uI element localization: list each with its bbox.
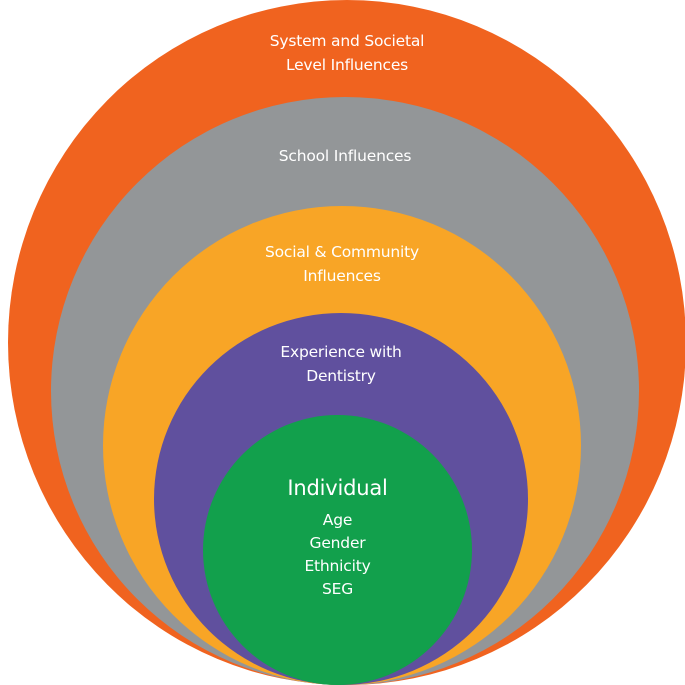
individual-item-gender: Gender bbox=[309, 534, 366, 552]
individual-item-seg: SEG bbox=[321, 580, 354, 598]
ring-school-label-line1: School Influences bbox=[278, 147, 412, 165]
ring-system-label: System and Societal Level Influences bbox=[8, 29, 685, 77]
ring-social-label: Social & Community Influences bbox=[103, 240, 581, 288]
ring-dentistry-label: Experience with Dentistry bbox=[154, 340, 528, 388]
ring-individual-label: Individual Age Gender Ethnicity SEG bbox=[203, 473, 472, 601]
ring-dentistry-label-line2: Dentistry bbox=[306, 367, 376, 385]
individual-item-age: Age bbox=[322, 511, 353, 529]
ring-social-label-line2: Influences bbox=[303, 267, 381, 285]
ring-social-label-line1: Social & Community bbox=[264, 243, 419, 261]
ring-system-label-line1: System and Societal bbox=[269, 32, 425, 50]
ring-system-label-line2: Level Influences bbox=[285, 56, 409, 74]
individual-item-ethnicity: Ethnicity bbox=[304, 557, 371, 575]
ring-individual: Individual Age Gender Ethnicity SEG bbox=[203, 415, 472, 685]
individual-title: Individual bbox=[287, 476, 388, 500]
ring-dentistry-label-line1: Experience with bbox=[280, 343, 402, 361]
ring-school-label: School Influences bbox=[51, 144, 639, 168]
